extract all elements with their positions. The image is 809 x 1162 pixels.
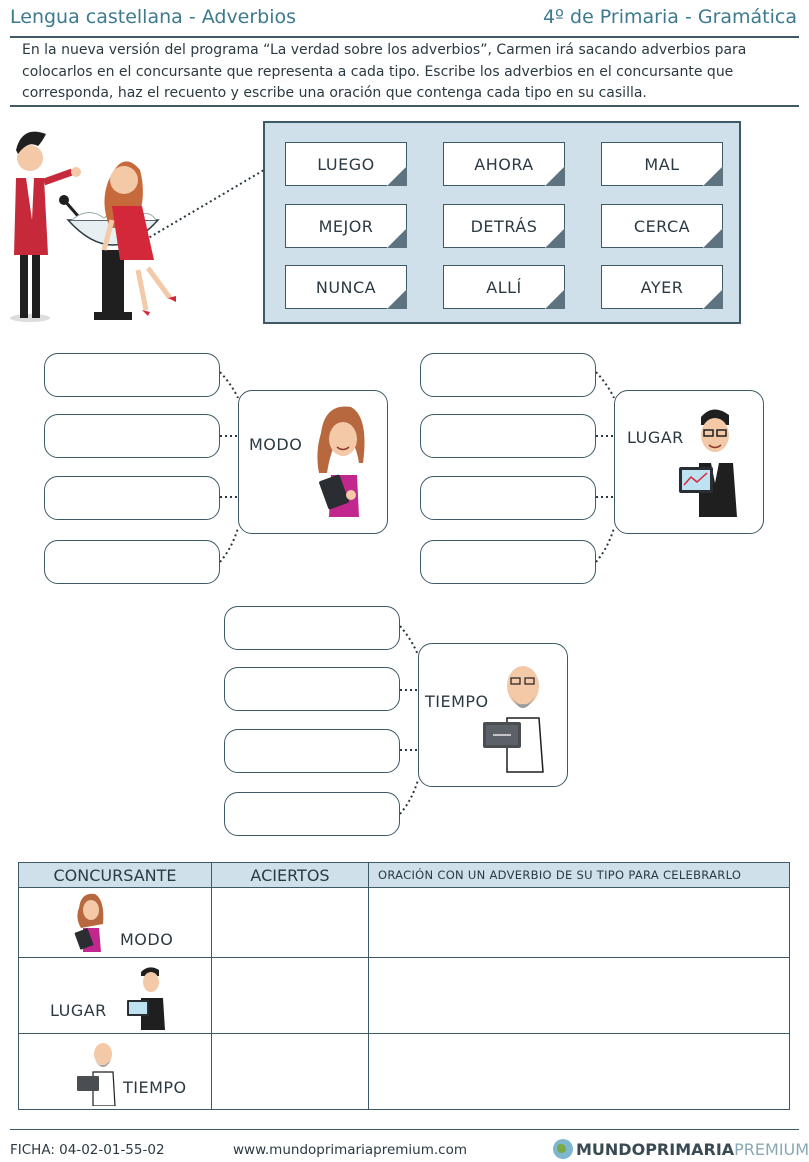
lugar-answer-slot[interactable] [420,414,596,458]
row-label: MODO [120,930,174,949]
word-card: CERCA [601,204,723,248]
tiempo-answer-slot[interactable] [224,667,400,711]
results-table: CONCURSANTE ACIERTOS ORACIÓN CON UN ADVE… [18,862,790,1110]
contestant-lugar-label: LUGAR [627,428,684,447]
sentence-cell[interactable] [368,887,790,958]
old-man-tablet-icon [77,1043,116,1106]
modo-answer-slot[interactable] [44,476,220,520]
tiempo-answer-slot[interactable] [224,606,400,650]
instructions-text: En la nueva versión del programa “La ver… [22,42,747,101]
word-card-text: MEJOR [318,216,374,236]
table-header-cell: CONCURSANTE [18,862,212,888]
tiempo-answer-slot[interactable] [224,729,400,773]
modo-answer-slot[interactable] [44,540,220,584]
contestant-tiempo-label: TIEMPO [425,692,489,711]
ficha-code: FICHA: 04-02-01-55-02 [10,1142,165,1158]
table-header-row: CONCURSANTE ACIERTOS ORACIÓN CON UN ADVE… [18,862,790,888]
lugar-answer-slot[interactable] [420,540,596,584]
aciertos-cell[interactable] [211,1033,369,1110]
contestant-modo-label: MODO [249,435,303,454]
word-card: MEJOR [285,204,407,248]
connector-lines [219,371,615,815]
table-header-cell: ACIERTOS [211,862,369,888]
tiempo-answer-slot[interactable] [224,792,400,836]
sentence-cell[interactable] [368,1033,790,1110]
word-card-text: ALLÍ [486,277,522,297]
contestant-lugar-box: LUGAR [614,390,764,534]
sentence-cell[interactable] [368,957,790,1034]
presenters-illustration [10,131,265,322]
contestant-cell: MODO [18,887,212,958]
table-row: TIEMPO [18,1033,790,1110]
word-card: AYER [601,265,723,309]
man-tablet-icon [127,967,165,1030]
aciertos-cell[interactable] [211,887,369,958]
aciertos-cell[interactable] [211,957,369,1034]
row-label: LUGAR [50,1001,107,1020]
woman-tablet-icon [74,893,104,952]
contestant-cell: TIEMPO [18,1033,212,1110]
lugar-answer-slot[interactable] [420,476,596,520]
page-grade-title: 4º de Primaria - Gramática [542,6,797,28]
word-card: ALLÍ [443,265,565,309]
adverbs-word-box: LUEGO AHORA MAL MEJOR DETRÁS CERCA NUNCA… [263,121,741,324]
modo-answer-slot[interactable] [44,353,220,397]
contestant-tiempo-box: TIEMPO [418,643,568,787]
row-label: TIEMPO [123,1078,187,1097]
table-row: LUGAR [18,957,790,1034]
modo-answer-slot[interactable] [44,414,220,458]
contestant-modo-box: MODO [238,390,388,534]
contestant-cell: LUGAR [18,957,212,1034]
word-card: NUNCA [285,265,407,309]
instructions-rule [10,105,799,107]
brand-premium-text: PREMIUM [734,1139,809,1159]
word-card-text: MAL [644,154,680,174]
table-header-cell: ORACIÓN CON UN ADVERBIO DE SU TIPO PARA … [368,862,790,888]
page-subject-title: Lengua castellana - Adverbios [10,6,297,28]
globe-icon [553,1139,573,1159]
woman-tablet-icon [317,406,365,517]
table-row: MODO [18,887,790,958]
header-rule [10,36,799,38]
word-card-text: AYER [640,277,684,297]
word-card: AHORA [443,142,565,186]
word-card: DETRÁS [443,204,565,248]
footer-rule [10,1129,799,1130]
old-man-tablet-icon [483,666,544,773]
word-card: MAL [601,142,723,186]
lugar-answer-slot[interactable] [420,353,596,397]
brand-main-text: MUNDOPRIMARIA [576,1139,735,1159]
word-card: LUEGO [285,142,407,186]
website-link[interactable]: www.mundoprimariapremium.com [233,1142,467,1158]
word-card-text: CERCA [633,216,691,236]
word-card-text: DETRÁS [470,216,538,236]
man-tablet-icon [679,409,737,517]
word-card-text: LUEGO [317,154,375,174]
word-card-text: AHORA [474,154,534,174]
word-card-text: NUNCA [315,277,377,297]
